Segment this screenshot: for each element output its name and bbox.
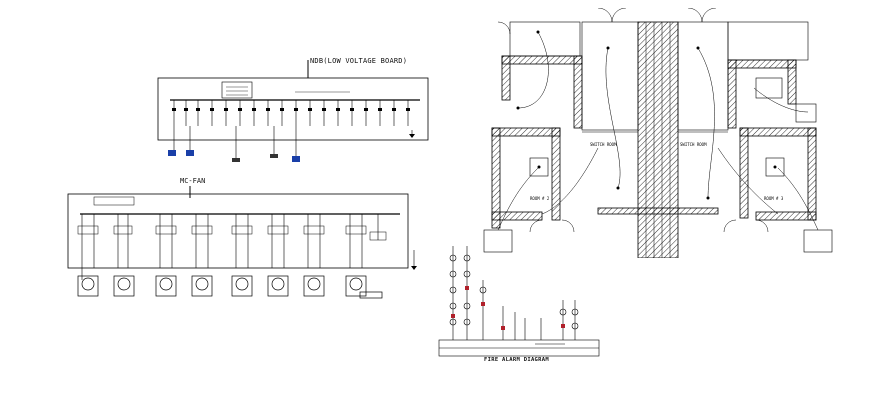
room-2-label: ROOM # 2	[530, 196, 550, 201]
fan-motor-symbols	[77, 275, 383, 299]
mc-fan-title: MC-FAN	[180, 177, 206, 185]
wiring-runs	[497, 31, 819, 231]
fire-alarm-diagram	[438, 246, 600, 357]
room-3-label: ROOM # 3	[764, 196, 784, 201]
ndb-title: NDB(LOW VOLTAGE BOARD)	[310, 57, 408, 65]
floor-plan-walls	[491, 21, 817, 258]
mc-fan-circuits	[81, 214, 379, 268]
ndb-schematic	[157, 60, 429, 162]
switch-room-right-label: SWITCH ROOM	[680, 142, 707, 147]
ndb-outgoing-circuits	[173, 100, 409, 126]
mc-fan-schematic	[67, 186, 417, 299]
switch-room-left-label: SWITCH ROOM	[590, 142, 617, 147]
fire-alarm-title: FIRE ALARM DIAGRAM	[484, 357, 550, 363]
electrical-floor-plan: SWITCH ROOM SWITCH ROOM ROOM # 2 ROOM # …	[483, 8, 833, 258]
